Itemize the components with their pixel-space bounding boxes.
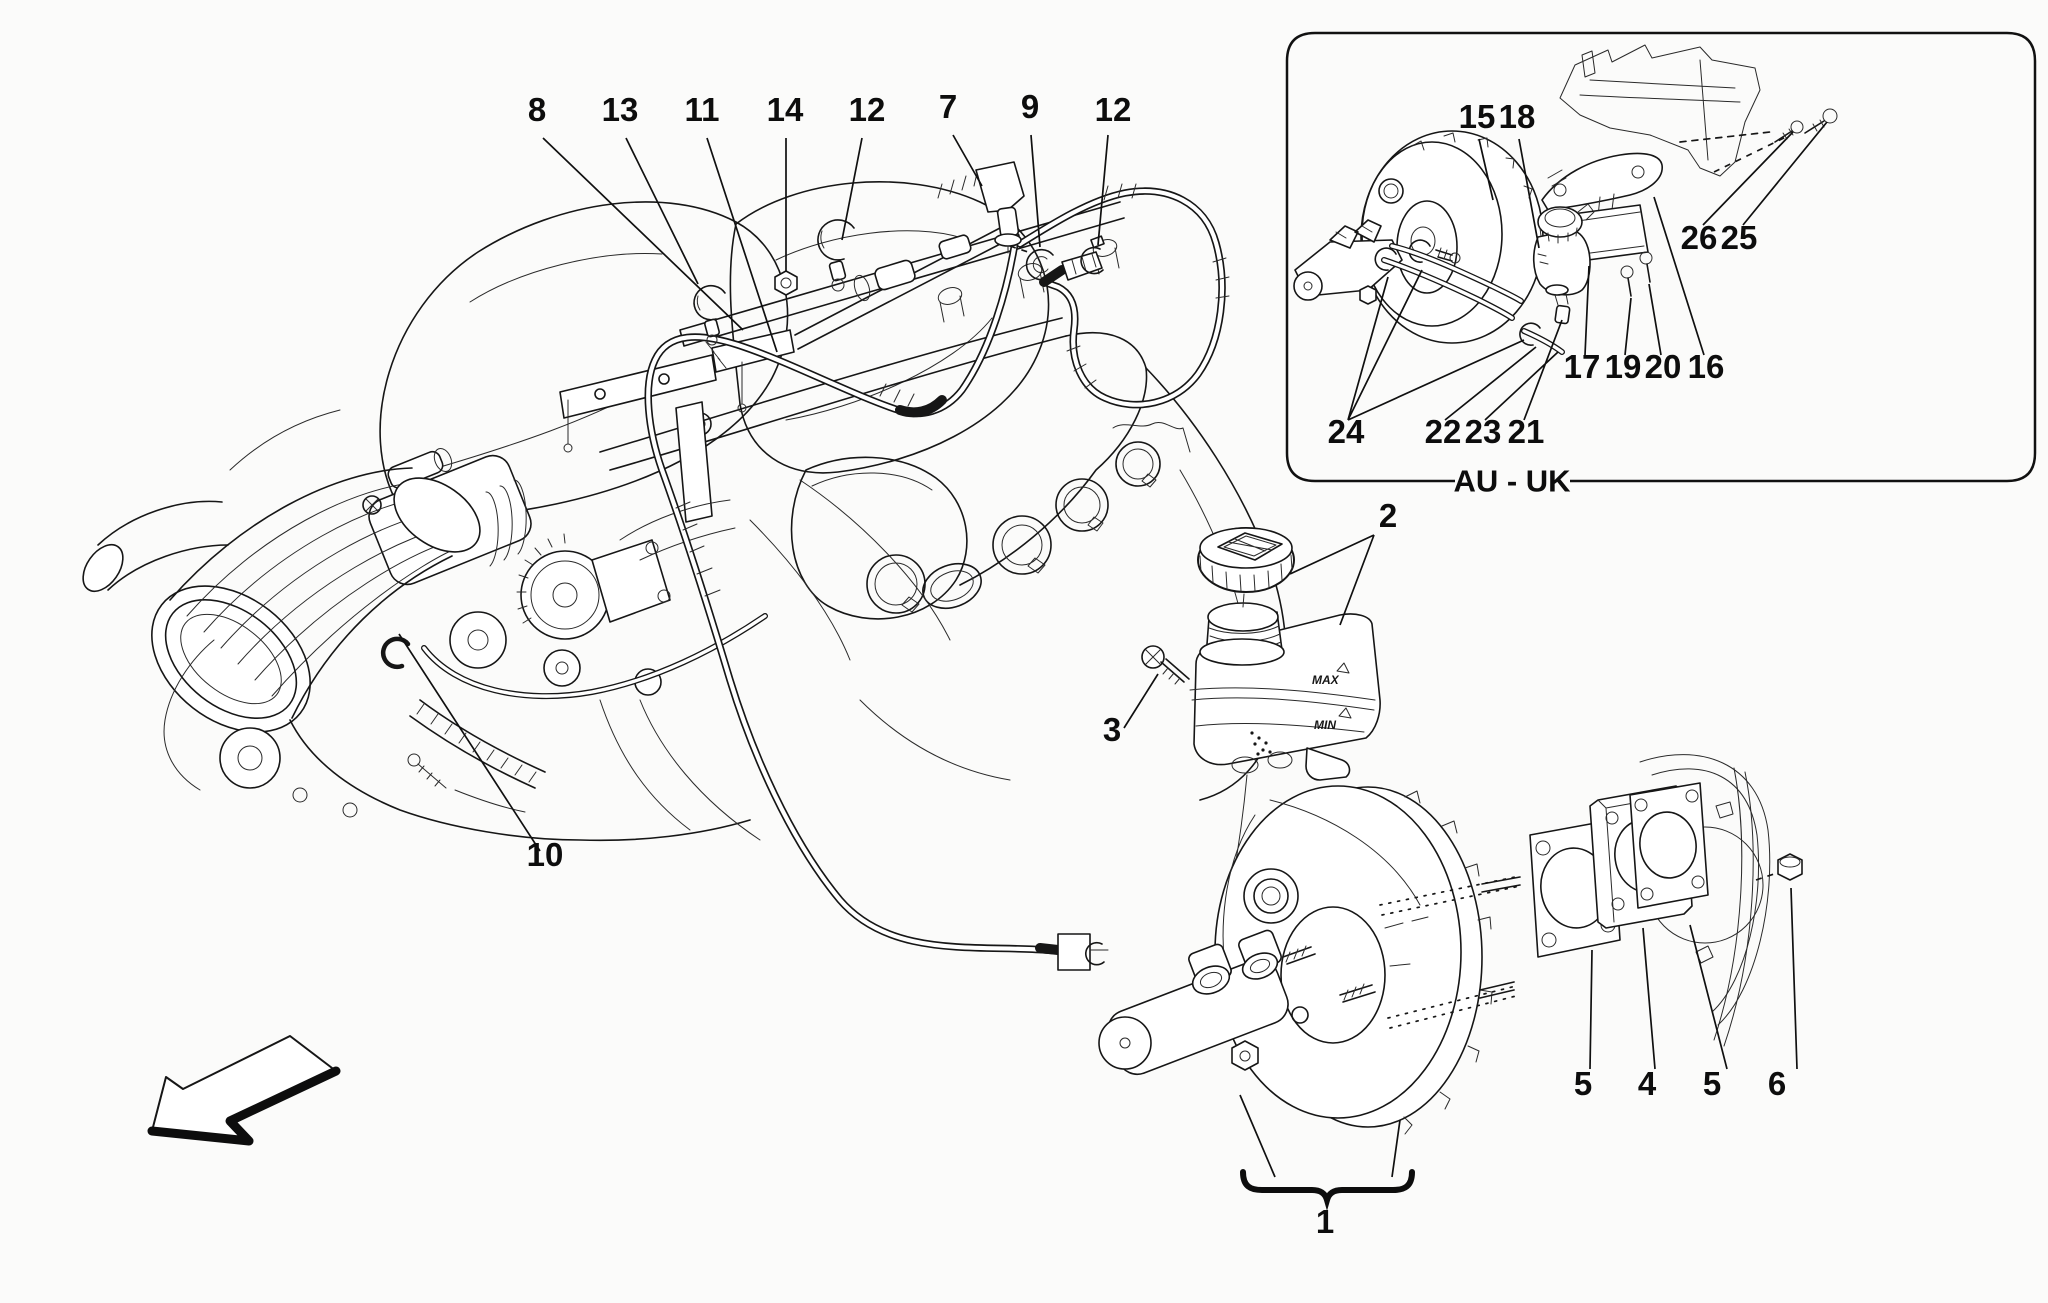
callout-23: 23	[1465, 413, 1502, 450]
inset-clip-rings	[1374, 239, 1431, 271]
inset-bolts	[1620, 251, 1653, 297]
hose-clamp-13	[693, 284, 726, 346]
reservoir-cap	[1197, 527, 1295, 593]
callout-18: 18	[1499, 98, 1536, 135]
engine-lower-details	[163, 479, 1011, 842]
gasket-2	[1629, 782, 1709, 909]
hose-clamp-12a	[817, 219, 855, 292]
inset-cowl	[1559, 44, 1771, 177]
elbow-fitting	[937, 161, 1025, 254]
mount-speckles	[1250, 731, 1272, 756]
callout-11: 11	[685, 91, 720, 128]
callout-13: 13	[602, 91, 639, 128]
callout-22: 22	[1425, 413, 1462, 450]
callout-24: 24	[1328, 413, 1365, 450]
brake-servo-hose	[380, 161, 1230, 955]
mounting-nut	[1755, 853, 1803, 881]
callout-12b: 12	[1095, 91, 1132, 128]
callout-14: 14	[767, 91, 804, 128]
leader-lines	[398, 121, 1828, 1178]
callout-6: 6	[1768, 1065, 1786, 1102]
callout-7: 7	[939, 88, 957, 125]
seal-rings	[866, 441, 1161, 614]
inset-master-cylinder	[1293, 219, 1461, 305]
flange-nut-14	[774, 270, 798, 296]
reservoir-assembly: MAX MIN	[1141, 527, 1381, 969]
callout-10: 10	[527, 836, 564, 873]
callout-1: 1	[1316, 1203, 1334, 1240]
callout-8: 8	[528, 91, 546, 128]
gasket-stack	[1529, 782, 1709, 958]
reservoir-max-label: MAX	[1312, 673, 1340, 687]
intake-duct	[82, 467, 481, 733]
callout-20: 20	[1645, 348, 1682, 385]
inset-panel: AU - UK	[1285, 31, 2037, 499]
inset-reservoir	[1532, 203, 1595, 325]
callout-26: 26	[1681, 219, 1718, 256]
servo-assembly	[1057, 754, 1803, 1211]
leader-lines-inset-lower	[1347, 269, 1563, 421]
callout-9: 9	[1021, 88, 1039, 125]
leader-lines-top	[542, 134, 1109, 353]
callout-25: 25	[1721, 219, 1758, 256]
callout-21: 21	[1508, 413, 1545, 450]
callout-2: 2	[1379, 497, 1397, 534]
callout-16: 16	[1688, 348, 1725, 385]
master-cylinder	[1057, 929, 1376, 1076]
callout-numbers: 8 13 11 14 12 7 9 12 2 3 10 1 5 4 5 6 15…	[527, 88, 1787, 1240]
inset-screws	[1713, 108, 1838, 173]
bracket-brace	[1240, 1169, 1415, 1211]
servo-hub-recess	[1280, 906, 1386, 1044]
leader-lines-bottom	[1239, 887, 1798, 1178]
leader-lines-inset-upper	[1478, 121, 1828, 356]
callout-5b: 5	[1703, 1065, 1721, 1102]
inset-bracket	[1541, 152, 1663, 244]
callout-12a: 12	[849, 91, 886, 128]
reservoir-min-label: MIN	[1314, 718, 1336, 732]
callout-4: 4	[1638, 1065, 1657, 1102]
callout-17: 17	[1564, 348, 1601, 385]
inset-clip-ring-3	[1519, 322, 1541, 346]
reservoir-bolt	[1141, 645, 1190, 685]
callout-15: 15	[1459, 98, 1496, 135]
direction-arrow	[147, 1035, 341, 1146]
callout-3: 3	[1103, 711, 1121, 748]
inset-caption: AU - UK	[1453, 464, 1571, 499]
callout-5a: 5	[1574, 1065, 1592, 1102]
retaining-ring	[1025, 248, 1055, 281]
retaining-ring-10	[380, 636, 411, 670]
inset-border	[1285, 31, 2037, 483]
callout-19: 19	[1605, 348, 1642, 385]
leader-lines-mid	[398, 534, 1375, 852]
